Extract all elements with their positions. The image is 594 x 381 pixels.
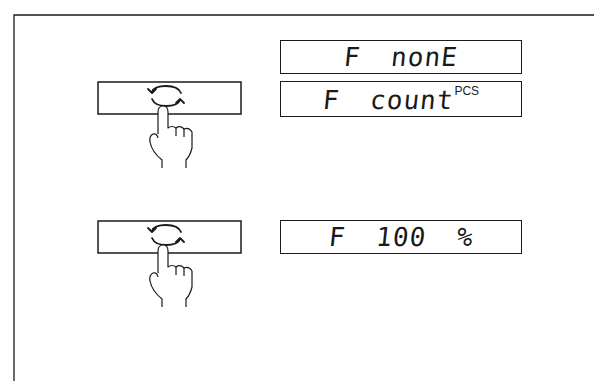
display-line: F 100 %: [329, 224, 474, 250]
lcd-display: F nonE: [280, 40, 522, 74]
toggle-button: [98, 82, 241, 114]
toggle-button: [98, 221, 241, 253]
lcd-display: F 100 %: [280, 220, 522, 254]
display-line: F countPCS: [323, 85, 479, 113]
display-reading: F nonE: [343, 44, 460, 70]
frame-line: [14, 15, 594, 381]
pressing-hand: [150, 245, 192, 307]
display-reading: F count: [321, 87, 454, 113]
lcd-display: F countPCS: [280, 81, 522, 117]
unit-label: PCS: [454, 84, 479, 98]
pressing-hand: [150, 106, 192, 168]
display-reading: F 100 %: [327, 224, 474, 250]
display-line: F nonE: [344, 44, 458, 70]
